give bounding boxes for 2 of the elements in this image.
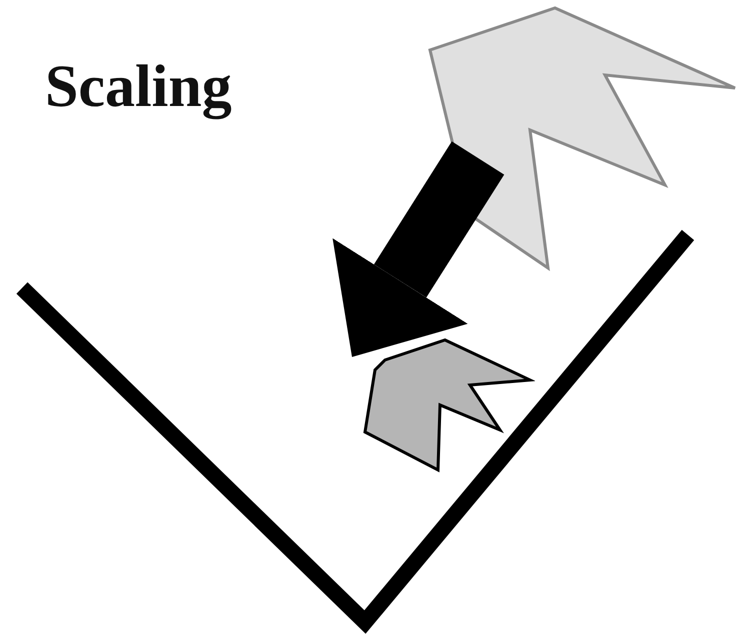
title: Scaling bbox=[45, 52, 232, 121]
block-arrow bbox=[332, 141, 504, 357]
